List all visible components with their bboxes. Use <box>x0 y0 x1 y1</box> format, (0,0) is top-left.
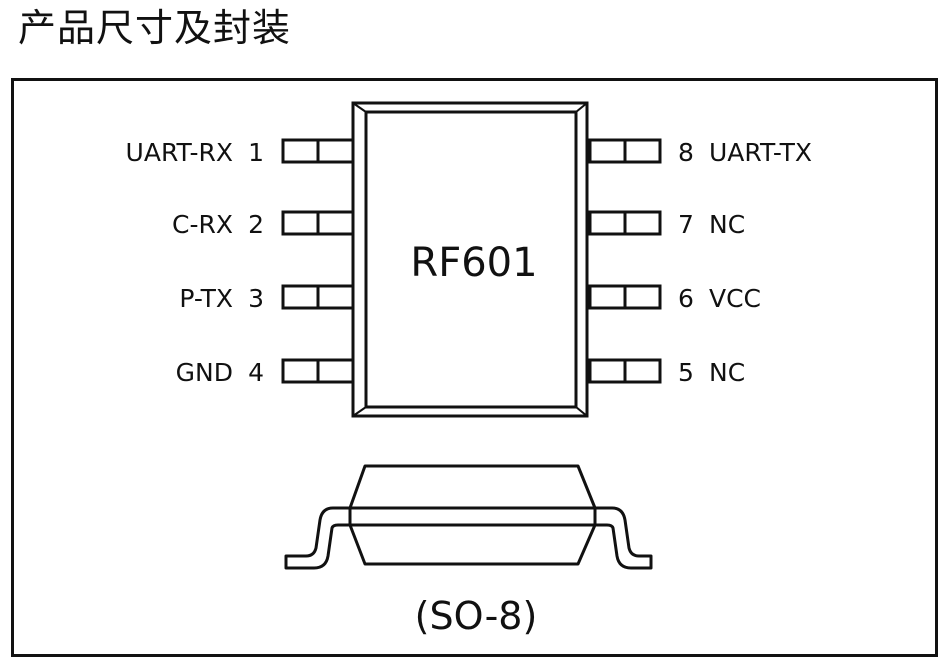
package-type-label: (SO-8) <box>415 594 538 638</box>
left-pin-2-label: C-RX <box>172 210 233 239</box>
right-pin-6-number: 6 <box>678 284 694 313</box>
left-pin-3-number: 3 <box>248 284 264 313</box>
left-pin-2 <box>281 210 355 236</box>
left-pin-4-label: GND <box>176 358 233 387</box>
left-pin-4-number: 4 <box>248 358 264 387</box>
right-pin-6 <box>588 284 662 310</box>
right-pin-7-number: 7 <box>678 210 694 239</box>
page-title: 产品尺寸及封装 <box>18 6 292 50</box>
right-pin-5 <box>588 358 662 384</box>
left-pin-3-label: P-TX <box>179 284 233 313</box>
left-pin-1-label: UART-RX <box>126 138 233 167</box>
right-pin-8-number: 8 <box>678 138 694 167</box>
right-pin-5-number: 5 <box>678 358 694 387</box>
package-side-view <box>284 464 653 570</box>
right-pin-5-label: NC <box>709 358 745 387</box>
left-pin-2-number: 2 <box>248 210 264 239</box>
diagram-frame <box>11 78 938 657</box>
left-pin-1 <box>281 138 355 164</box>
right-pin-8-label: UART-TX <box>709 138 812 167</box>
left-pin-3 <box>281 284 355 310</box>
right-pin-6-label: VCC <box>709 284 761 313</box>
chip-body <box>351 101 589 418</box>
right-pin-7-label: NC <box>709 210 745 239</box>
chip-name: RF601 <box>410 240 537 286</box>
left-pin-4 <box>281 358 355 384</box>
right-pin-8 <box>588 138 662 164</box>
left-pin-1-number: 1 <box>248 138 264 167</box>
right-pin-7 <box>588 210 662 236</box>
